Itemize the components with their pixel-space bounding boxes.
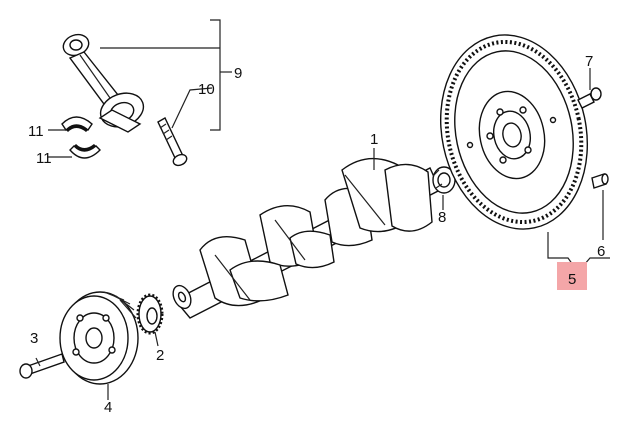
callout-2: 2 xyxy=(156,347,164,364)
needle-bearing xyxy=(432,166,456,194)
bearing-shell-lower xyxy=(69,144,101,159)
callout-11-upper: 11 xyxy=(28,123,44,140)
callout-4: 4 xyxy=(104,399,112,416)
damper-bolt xyxy=(19,353,65,379)
callout-6: 6 xyxy=(597,243,605,260)
bearing-shell-upper xyxy=(61,116,93,132)
con-rod-bolt xyxy=(157,117,188,167)
dowel-pin xyxy=(591,173,609,189)
callout-10: 10 xyxy=(198,81,215,98)
crankshaft xyxy=(172,157,441,319)
connecting-rod xyxy=(62,33,145,133)
callout-5: 5 xyxy=(568,271,576,288)
vibration-damper xyxy=(59,291,139,385)
callout-11-lower: 11 xyxy=(36,150,52,167)
callout-8: 8 xyxy=(438,209,446,226)
callout-9: 9 xyxy=(234,65,242,82)
leader-lines xyxy=(35,19,610,400)
callout-1: 1 xyxy=(370,131,378,148)
crank-sprocket xyxy=(136,293,164,335)
callout-3: 3 xyxy=(30,330,38,347)
flywheel-bolt xyxy=(577,87,602,109)
highlight-part-5 xyxy=(557,262,587,290)
callout-7: 7 xyxy=(585,53,593,70)
flywheel xyxy=(439,34,589,230)
